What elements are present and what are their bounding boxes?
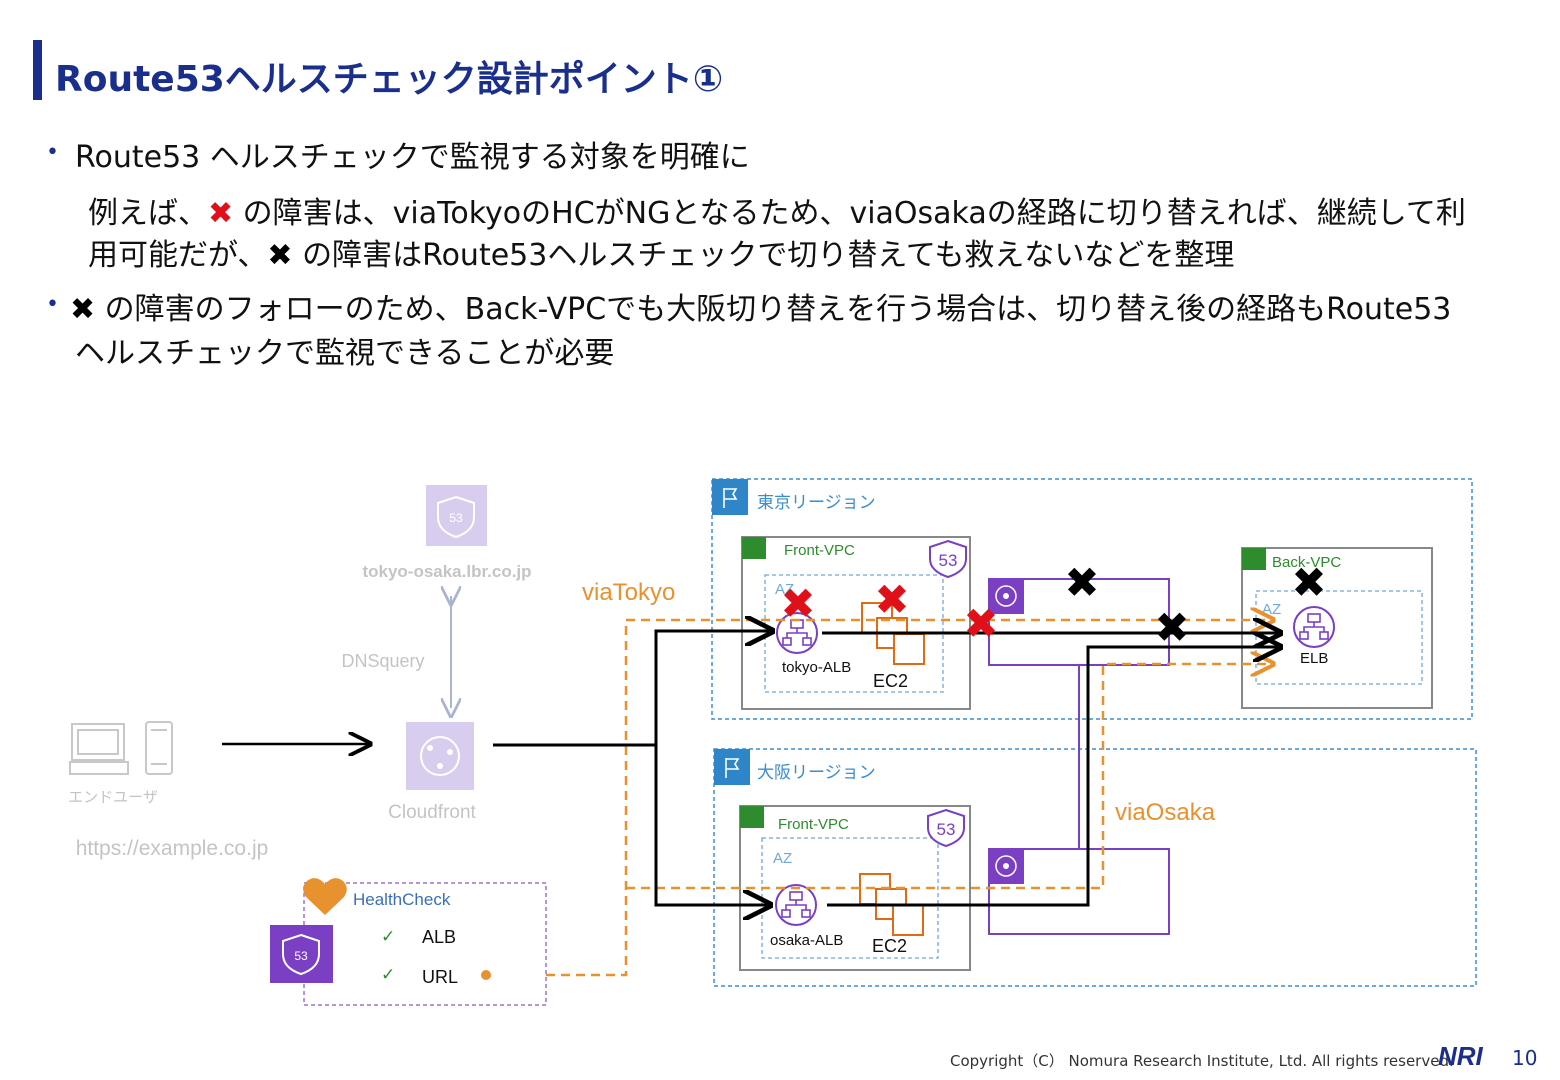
elb-label: ELB (1300, 650, 1328, 667)
check-icon: ✓ (381, 965, 395, 984)
elb-icon (1293, 606, 1335, 648)
tokyo-back-vpc: Back-VPC AZ (1241, 547, 1433, 709)
bullet-dot: • (46, 292, 59, 317)
failure-cross-black: ✖ (1154, 604, 1189, 651)
failure-cross-red: ✖ (874, 576, 909, 623)
svg-text:ALB: ALB (422, 927, 456, 947)
page-title: Route53ヘルスチェック設計ポイント① (55, 59, 724, 100)
osaka-transit-gateway (988, 848, 1170, 935)
svg-text:53: 53 (939, 551, 958, 570)
url-label: https://example.co.jp (76, 837, 269, 860)
route53-icon: 53 (270, 925, 333, 983)
osaka-ec2-label: EC2 (872, 936, 907, 956)
copyright-footer: Copyright（C） Nomura Research Institute, … (950, 1052, 1454, 1070)
bullet-dot: • (46, 140, 59, 165)
cloudfront-icon (406, 722, 474, 790)
tokyo-ec2-label: EC2 (873, 671, 908, 691)
bullet-2-line-1: ✖ の障害のフォローのため、Back-VPCでも大阪切り替えを行う場合は、切り替… (70, 284, 1451, 328)
osaka-region: 大阪リージョン (713, 748, 1477, 987)
bullet-1-line-2-post: の障害は、viaTokyoのHCがNGとなるため、viaOsakaの経路に切り替… (233, 196, 1466, 231)
osaka-alb-icon (775, 884, 817, 926)
health-check-path-tokyo (486, 620, 1273, 977)
route53-badge-icon: 53 (927, 808, 965, 848)
route53-icon: 53 (426, 485, 487, 546)
black-cross-icon: ✖ (70, 292, 96, 327)
bullet-1-line-2-pre: 例えば、 (88, 196, 208, 231)
bullet-1-line-3-post: の障害はRoute53ヘルスチェックで切り替えても救えないなどを整理 (292, 238, 1235, 273)
route53-badge-icon: 53 (929, 539, 967, 579)
black-cross-icon: ✖ (267, 238, 293, 273)
svg-text:Front-VPC: Front-VPC (784, 542, 855, 559)
path-to-osaka-alb (654, 745, 770, 905)
bullet-1-line-3-pre: 用可能だが、 (88, 238, 268, 273)
cloudfront-label: Cloudfront (388, 802, 476, 823)
health-check-path-osaka (626, 664, 1273, 890)
svg-text:53: 53 (937, 820, 956, 839)
bullet-1-line-2: 例えば、✖ の障害は、viaTokyoのHCがNGとなるため、viaOsakaの… (88, 188, 1466, 232)
tokyo-region: 東京リージョン (711, 478, 1473, 720)
check-icon: ✓ (381, 927, 395, 946)
bullet-1-line-1: Route53 ヘルスチェックで監視する対象を明確に (75, 140, 750, 175)
bullet-2-line-1-post: の障害のフォローのため、Back-VPCでも大阪切り替えを行う場合は、切り替え後… (95, 292, 1452, 327)
svg-text:AZ: AZ (1262, 601, 1281, 618)
page-number: 10 (1512, 1046, 1538, 1070)
title-accent-bar (33, 40, 42, 100)
health-check-panel: HealthCheck ✓ ALB ✓ URL (303, 878, 547, 1006)
tokyo-front-vpc: Front-VPC AZ (741, 536, 971, 710)
svg-text:AZ: AZ (775, 581, 794, 598)
dns-query-label: DNSquery (341, 651, 424, 671)
svg-text:AZ: AZ (773, 850, 792, 867)
failure-cross-black: ✖ (1291, 559, 1326, 606)
red-cross-icon: ✖ (208, 196, 234, 231)
nri-logo: NRI (1438, 1041, 1483, 1071)
path-to-tokyo-alb (654, 631, 772, 745)
failure-cross-red: ✖ (780, 580, 815, 627)
dns-name-label: tokyo-osaka.lbr.co.jp (362, 562, 531, 581)
tokyo-alb-label: tokyo-ALB (782, 659, 851, 676)
svg-text:東京リージョン: 東京リージョン (757, 493, 876, 512)
svg-text:53: 53 (449, 511, 463, 525)
end-user-label: エンドユーザ (68, 789, 158, 806)
svg-text:Back-VPC: Back-VPC (1272, 554, 1341, 571)
tokyo-alb-icon (776, 612, 818, 654)
svg-text:HealthCheck: HealthCheck (353, 890, 451, 909)
via-tokyo-label: viaTokyo (582, 579, 675, 606)
svg-text:大阪リージョン: 大阪リージョン (757, 763, 876, 782)
bullet-1-line-3: 用可能だが、✖ の障害はRoute53ヘルスチェックで切り替えても救えないなどを… (88, 230, 1234, 274)
via-osaka-label: viaOsaka (1115, 799, 1216, 826)
svg-text:Front-VPC: Front-VPC (778, 816, 849, 833)
failure-cross-red: ✖ (963, 600, 998, 647)
svg-text:URL: URL (422, 967, 458, 987)
heart-icon (303, 878, 347, 915)
failure-cross-black: ✖ (1064, 559, 1099, 606)
tokyo-ec2-icon (861, 602, 925, 665)
end-user-icon (69, 721, 173, 775)
svg-text:53: 53 (294, 949, 308, 963)
bullet-2-line-2: ヘルスチェックで監視できることが必要 (75, 336, 615, 371)
osaka-alb-to-elb-path (827, 647, 1280, 907)
osaka-alb-label: osaka-ALB (770, 932, 843, 949)
